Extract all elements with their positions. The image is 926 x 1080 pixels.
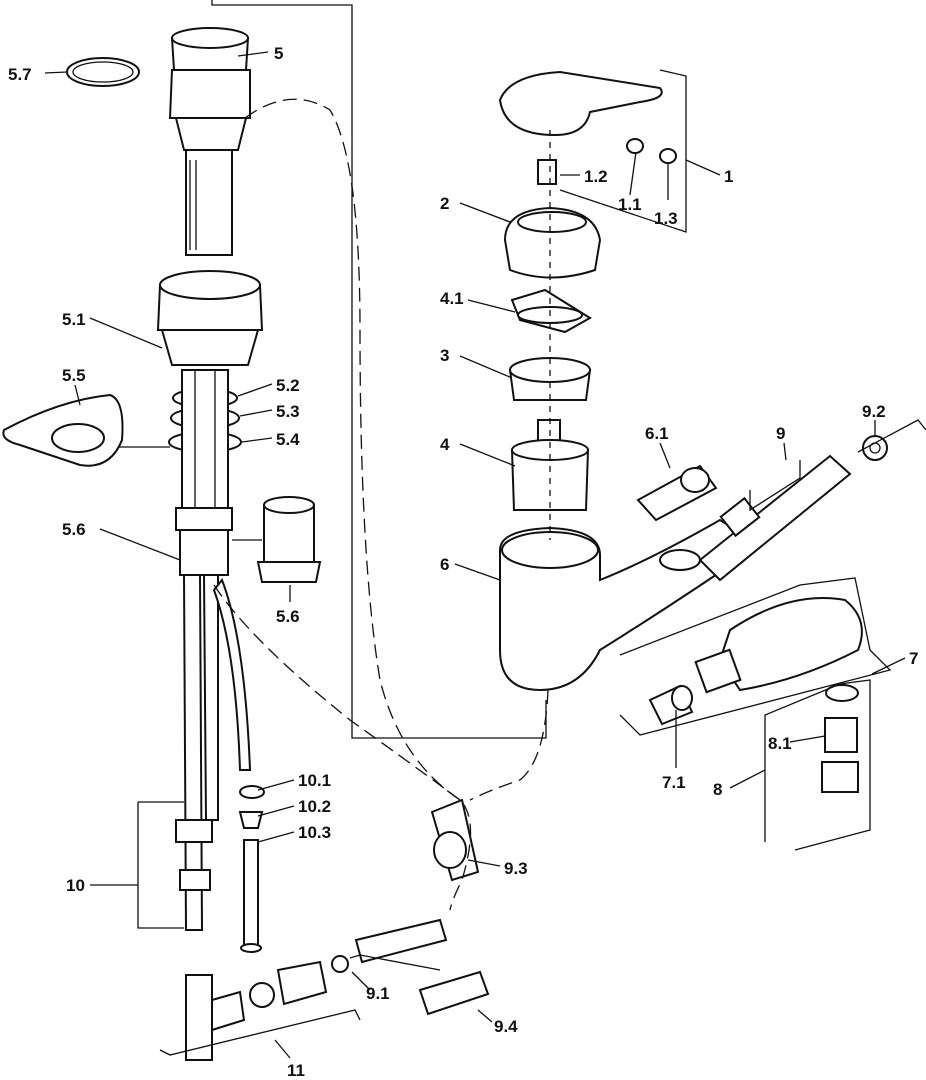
part-7-spray-head <box>694 597 863 694</box>
label-9: 9 <box>776 424 786 443</box>
label-1-1: 1.1 <box>618 195 642 214</box>
label-4-1: 4.1 <box>440 289 464 308</box>
label-8: 8 <box>713 780 723 799</box>
part-4-1-clip <box>510 288 592 334</box>
part-7-1-nozzle <box>648 684 694 726</box>
label-5-5: 5.5 <box>62 366 86 385</box>
part-5-5-plate <box>2 393 124 467</box>
label-11: 11 <box>287 1061 305 1080</box>
bracket-5 <box>211 0 547 739</box>
part-10-supply-pipes <box>175 574 252 931</box>
label-10-1: 10.1 <box>298 771 332 790</box>
part-9-3-hose-coupling <box>430 798 480 882</box>
part-9-hose <box>698 454 852 582</box>
bracket-11 <box>159 1009 361 1056</box>
label-4: 4 <box>440 435 450 454</box>
bracket-9 <box>749 460 801 512</box>
part-rods <box>181 369 229 511</box>
bracket-1 <box>559 69 687 233</box>
label-1: 1 <box>724 167 734 186</box>
hose-route-line <box>244 98 472 911</box>
label-3: 3 <box>440 346 450 365</box>
label-6-1: 6.1 <box>645 424 669 443</box>
label-7-1: 7.1 <box>662 773 686 792</box>
bracket-8 <box>764 679 871 851</box>
label-9-3: 9.3 <box>504 859 528 878</box>
bracket-7 <box>619 577 892 736</box>
label-10-2: 10.2 <box>298 797 332 816</box>
label-9-4: 9.4 <box>494 1017 518 1036</box>
part-11-tee <box>185 955 349 1061</box>
part-8-aerator <box>821 684 859 793</box>
label-5-6-nut: 5.6 <box>62 520 86 539</box>
part-10-1-10-3-fittings <box>238 785 265 953</box>
label-2: 2 <box>440 194 450 213</box>
part-1-lever-handle <box>498 70 677 185</box>
part-4-cartridge <box>510 419 590 511</box>
label-1-3: 1.3 <box>654 209 678 228</box>
label-10-3: 10.3 <box>298 823 332 842</box>
label-9-2: 9.2 <box>862 402 886 421</box>
part-9-1-9-4-connectors <box>354 918 490 1016</box>
part-5-6-sleeve <box>256 496 322 583</box>
label-10: 10 <box>66 876 85 895</box>
part-2-cap <box>503 206 602 279</box>
label-5-7: 5.7 <box>8 65 32 84</box>
part-5-1-collar <box>156 270 264 366</box>
label-7: 7 <box>909 649 919 668</box>
bracket-9-2 <box>857 419 926 453</box>
bracket-9-1 <box>349 954 441 971</box>
label-5-4: 5.4 <box>276 430 300 449</box>
label-5-3: 5.3 <box>276 402 300 421</box>
label-8-1: 8.1 <box>768 734 792 753</box>
label-5-6-sleeve: 5.6 <box>276 607 300 626</box>
part-5-upper-body <box>168 27 251 256</box>
label-9-1: 9.1 <box>366 984 390 1003</box>
part-6-1-insert <box>636 464 718 522</box>
label-5-2: 5.2 <box>276 376 300 395</box>
label-1-2: 1.2 <box>584 167 608 186</box>
part-5-6-nut <box>175 507 233 576</box>
label-6: 6 <box>440 555 450 574</box>
part-3-nut <box>508 357 592 401</box>
label-5-1: 5.1 <box>62 310 86 329</box>
label-5: 5 <box>274 44 284 63</box>
bracket-10 <box>137 802 184 929</box>
